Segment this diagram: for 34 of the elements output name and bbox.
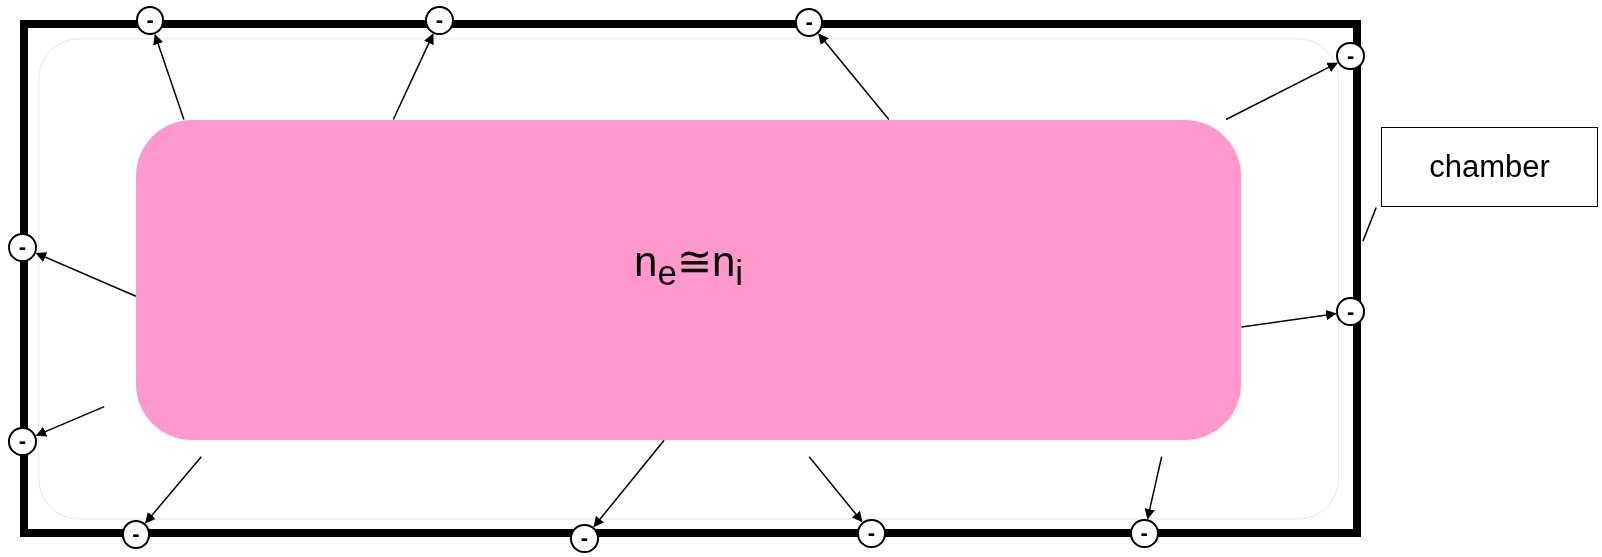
arrow xyxy=(1144,455,1163,520)
arrow xyxy=(35,252,137,298)
charge-sign: - xyxy=(867,522,876,545)
leader-line xyxy=(1362,206,1377,242)
charge-sign: - xyxy=(18,236,27,259)
charge-sign: - xyxy=(1140,522,1148,545)
label-box xyxy=(1381,126,1598,208)
electron-circle xyxy=(794,8,824,37)
charge-sign: - xyxy=(132,523,140,546)
charge-sign: - xyxy=(435,9,443,32)
chamber-label: chamber xyxy=(1429,149,1550,186)
arrow xyxy=(153,33,185,121)
charge-sign: - xyxy=(580,527,589,550)
electron-circle xyxy=(135,6,165,35)
electron-circle xyxy=(8,427,37,456)
arrow xyxy=(145,455,202,524)
plasma-region xyxy=(135,119,1242,441)
charge-sign: - xyxy=(1347,45,1355,68)
electron-circle xyxy=(570,524,599,553)
arrow xyxy=(593,439,665,528)
arrow xyxy=(1240,309,1337,328)
electron-circle xyxy=(857,519,886,548)
arrow xyxy=(1225,62,1338,121)
density-label: n$_{e}$≅n$_{i}$ xyxy=(634,236,744,294)
arrow xyxy=(35,405,105,437)
electron-circle xyxy=(425,6,454,35)
charge-sign: - xyxy=(18,430,27,453)
arrow xyxy=(392,33,434,121)
charge-sign: - xyxy=(146,9,154,32)
electron-circle xyxy=(8,232,37,262)
arrow xyxy=(818,33,890,121)
charge-sign: - xyxy=(805,11,813,34)
arrow xyxy=(808,455,863,523)
charge-sign: - xyxy=(1347,300,1355,323)
